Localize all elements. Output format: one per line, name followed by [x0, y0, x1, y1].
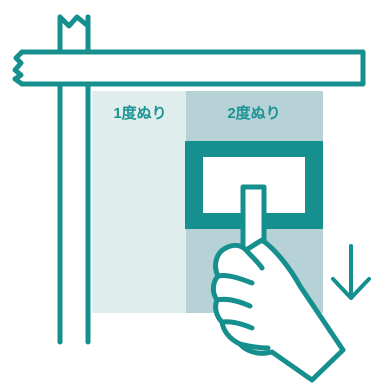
horizontal-beam [12, 49, 366, 87]
hand-holding-roller-icon [210, 237, 346, 383]
second-coat-label: 2度ぬり [227, 104, 280, 122]
first-coat-area [92, 91, 186, 313]
first-coat-label: 1度ぬり [113, 104, 166, 122]
arrow-down-icon [331, 244, 371, 300]
